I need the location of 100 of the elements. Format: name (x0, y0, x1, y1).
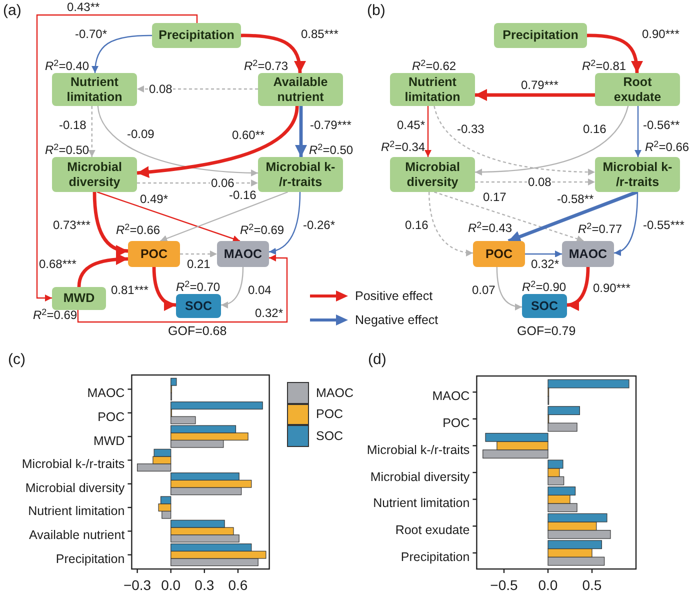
tick-label: −0.5 (490, 578, 518, 591)
node-label: Microbial diversity (66, 160, 123, 190)
variable-box (128, 241, 180, 267)
node-label: POC (485, 246, 513, 262)
edge-label: 0.90*** (592, 281, 632, 295)
r-squared-label: R$^{2}$=0.66 (645, 140, 690, 154)
r-squared-label: R$^{2}$=0.40 (45, 59, 90, 73)
node-label: POC (140, 246, 168, 262)
tick-label: 0.0 (538, 578, 558, 591)
category-label: MAOC (87, 386, 125, 400)
variable-box (562, 241, 614, 267)
arrow (220, 266, 244, 308)
variable-box (52, 287, 106, 310)
arrow (434, 191, 584, 242)
category-label: Microbial k-/r-traits (366, 442, 470, 457)
arrow (77, 254, 288, 323)
node-label: MAOC (224, 246, 262, 262)
arrow (586, 34, 643, 74)
legend-label: Positive effect (355, 289, 433, 303)
variable-box (494, 23, 587, 48)
arrow (268, 192, 301, 254)
edge-label: -0.55*** (642, 218, 686, 232)
r-squared-label: R$^{2}$=0.70 (176, 280, 220, 294)
category-label: POC (98, 410, 125, 424)
r-squared-label: R$^{2}$=0.77 (578, 222, 622, 236)
edge-label: 0.81*** (110, 283, 150, 297)
r-squared-label: R$^{2}$=0.43 (468, 221, 512, 235)
legend-label: MAOC (316, 386, 354, 400)
node-label: Microbial k- /r-traits (264, 160, 336, 190)
r-squared-label: R$^{2}$=0.66 (116, 223, 160, 237)
variable-box (52, 73, 137, 106)
edge-label: 0.90*** (641, 27, 680, 41)
node-label: SOC (530, 298, 558, 314)
node-label: Root exudate (612, 74, 662, 104)
variable-box (52, 157, 137, 192)
arrow (97, 106, 258, 176)
node-label: Microbial diversity (404, 160, 461, 190)
tick-label: 0.3 (194, 578, 214, 591)
category-label: Microbial diversity (25, 480, 125, 495)
arrow (88, 106, 96, 157)
r-squared-label: R$^{2}$=0.73 (244, 59, 288, 73)
arrow (240, 34, 306, 74)
r-squared-label: R$^{2}$=0.50 (45, 143, 90, 157)
panel-label: (a) (3, 2, 22, 20)
edge-label: 0.32* (530, 257, 560, 271)
r-squared-label: R$^{2}$=0.50 (309, 143, 354, 157)
panel-label: (b) (367, 2, 386, 20)
edge-label: 0.21 (186, 257, 212, 271)
edge-label: 0.85*** (300, 27, 340, 41)
arrow (428, 192, 474, 256)
edge-label: -0.70* (74, 27, 108, 41)
edge-label: 0.04 (247, 283, 272, 297)
edge-label: 0.79*** (520, 78, 560, 92)
node-label: Microbial k- /r-traits (602, 160, 674, 190)
node-label: Nutrient limitation (66, 74, 124, 104)
panel-label: (c) (8, 351, 26, 369)
variable-box (390, 157, 475, 192)
edge-label: 0.60** (231, 128, 266, 142)
arrow (525, 250, 562, 258)
variable-box (152, 23, 241, 48)
edge-label: -0.79*** (309, 118, 352, 132)
node-label: Precipitation (502, 28, 578, 43)
variable-box (176, 294, 221, 318)
edge-label: 0.07 (471, 283, 496, 297)
tick-label: 0.5 (582, 578, 602, 591)
edge-label: 0.73*** (52, 218, 92, 232)
edge-label: -0.58** (556, 192, 595, 206)
arrow (475, 89, 595, 101)
gof-label: GOF=0.68 (168, 324, 227, 338)
arrow (508, 190, 638, 243)
r-squared-label: R$^{2}$=0.34 (381, 140, 426, 154)
arrow (434, 106, 596, 176)
category-label: MWD (93, 434, 125, 448)
arrow (136, 106, 299, 178)
category-label: Microbial diversity (370, 470, 470, 484)
variable-box (473, 241, 525, 267)
arrow (496, 266, 522, 310)
arrow (92, 34, 152, 74)
arrow (92, 192, 128, 256)
tick-label: 0.6 (228, 578, 248, 591)
category-label: Precipitation (56, 552, 125, 566)
edge-label: -0.16 (228, 188, 258, 202)
r-squared-label: R$^{2}$=0.62 (412, 59, 456, 73)
edge-label: 0.08 (148, 82, 174, 96)
node-label: SOC (184, 298, 212, 314)
r-squared-label: R$^{2}$=0.81 (582, 59, 626, 73)
r-squared-label: R$^{2}$=0.90 (522, 280, 566, 294)
category-label: Available nutrient (29, 528, 125, 542)
variable-box (522, 294, 567, 318)
arrow (36, 14, 198, 302)
arrow (160, 191, 288, 242)
category-label: Root exudate (395, 523, 470, 538)
edge-label: 0.08 (527, 175, 552, 189)
edge-label: 0.68*** (38, 257, 78, 271)
edge-label: 0.49* (139, 192, 170, 206)
panel-label: (d) (368, 351, 386, 369)
edge-label: -0.18 (58, 118, 88, 132)
arrow (96, 191, 240, 242)
category-label: Nutrient limitation (373, 496, 470, 510)
arrow (634, 106, 642, 157)
